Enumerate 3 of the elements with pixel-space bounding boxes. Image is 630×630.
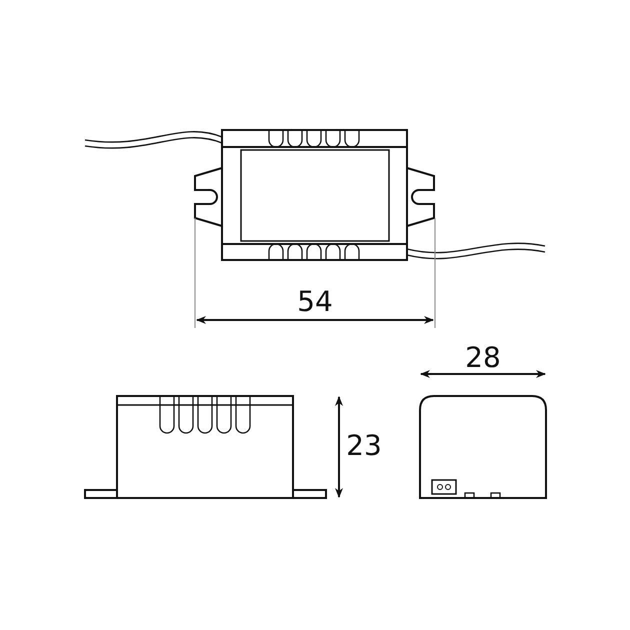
dimension-value: 28 <box>465 344 501 372</box>
dimension-value: 54 <box>297 288 333 316</box>
dimension-value: 23 <box>346 432 382 460</box>
